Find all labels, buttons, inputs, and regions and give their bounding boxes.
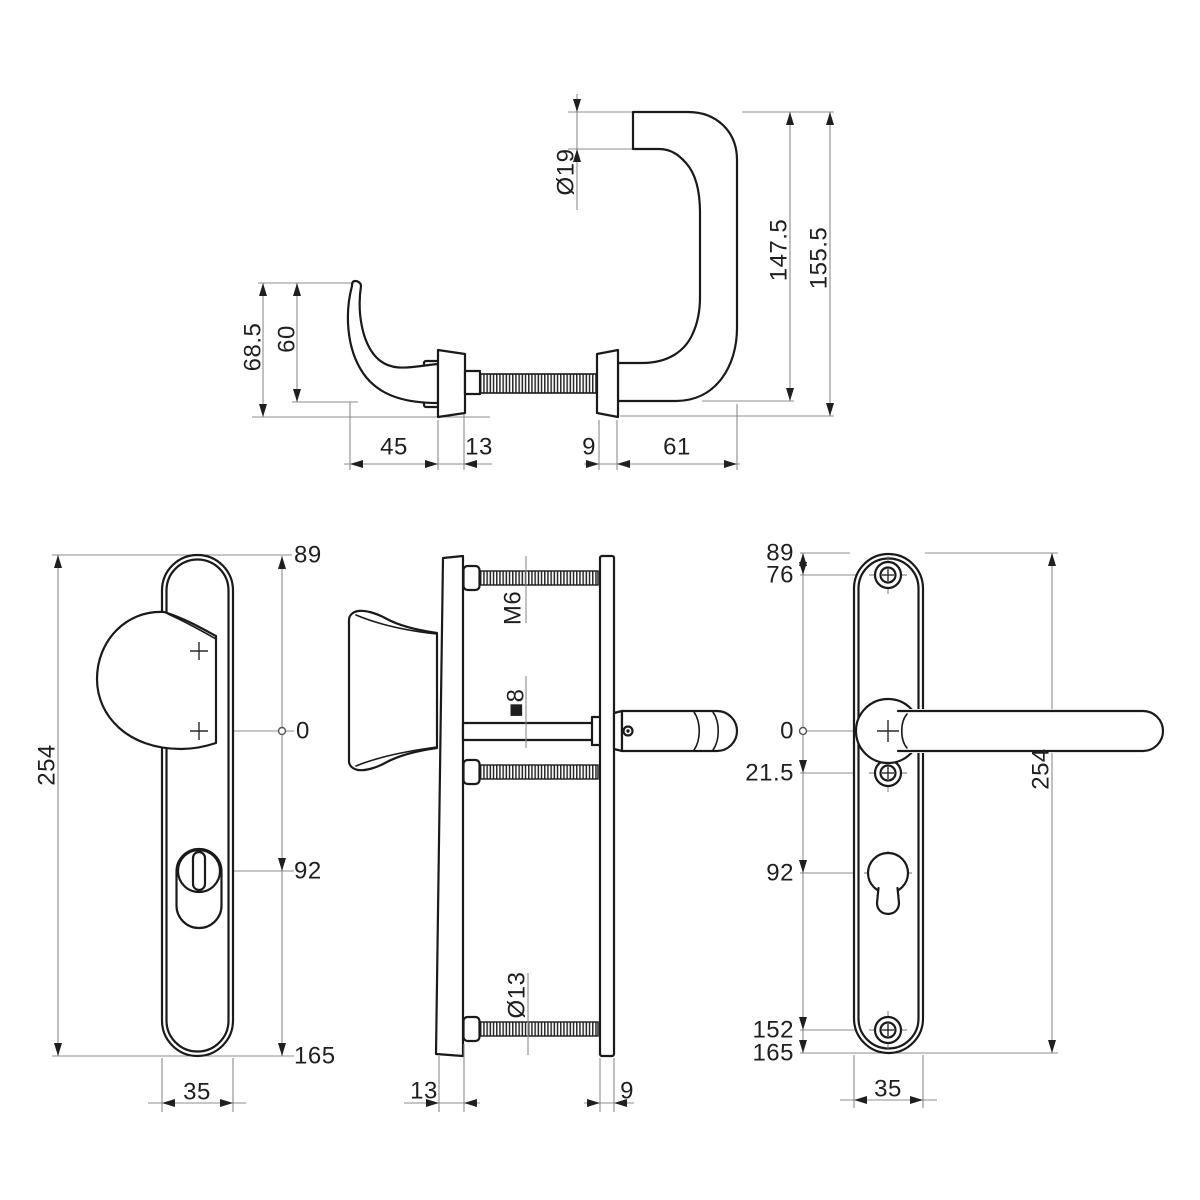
dim-label-plate-height: 254 <box>1028 748 1055 790</box>
hub-center-cross <box>877 720 899 742</box>
lever-neck-curve <box>900 713 908 749</box>
screw-bottom <box>869 1011 907 1049</box>
screw-top <box>869 556 907 594</box>
grip-curvature-line-2 <box>712 711 720 751</box>
threaded-spindle <box>479 373 598 394</box>
center-cross-zero <box>190 722 208 740</box>
dim-label-screw-top: 76 <box>766 562 794 589</box>
dim-label-plate-height: 254 <box>34 744 61 786</box>
dimension-lines <box>802 553 1053 1101</box>
fixing-bolt-mid-head <box>462 758 481 786</box>
center-cross-top <box>190 642 208 660</box>
fixing-bolt-top-head <box>462 564 481 592</box>
dim-label-cylinder-offset: 92 <box>294 858 322 885</box>
dim-label-outer-rose: 13 <box>465 434 493 461</box>
dim-label-cylinder-offset: 92 <box>766 860 794 887</box>
interior-rose <box>595 348 620 419</box>
dim-label-outer-handle-total: 68.5 <box>240 323 267 372</box>
fixing-bolt-top-thread <box>478 570 599 586</box>
dim-label-bottom-offset: 165 <box>294 1043 336 1070</box>
lever-grip-front <box>896 709 1165 753</box>
handle-pin-dot <box>626 729 630 733</box>
view-interior-plate-front: 89 76 0 21.5 92 152 165 254 35 <box>745 540 1165 1108</box>
dim-label-zero: 0 <box>296 718 310 745</box>
spindle-hub <box>463 369 482 396</box>
dimension-labels: M6 ■8 Ø13 13 9 <box>410 591 634 1105</box>
exterior-plate-side <box>434 554 465 1058</box>
lever-grip-side <box>620 709 739 753</box>
dim-label-inner-height: 147.5 <box>766 219 793 282</box>
dimension-labels: 254 89 0 92 165 35 <box>34 542 336 1106</box>
knob-side-rim-bottom <box>355 746 438 767</box>
dimension-labels: Ø19 147.5 155.5 68.5 60 45 13 9 61 <box>240 149 833 461</box>
dim-label-outer-depth: 45 <box>380 434 408 461</box>
dim-label-spindle: ■8 <box>503 689 530 718</box>
view-plates-side: M6 ■8 Ø13 13 9 <box>347 554 739 1112</box>
zero-marker <box>277 726 287 736</box>
extension-lines <box>800 552 1058 1108</box>
square-spindle <box>461 721 595 742</box>
euro-cylinder-keyhole <box>864 851 912 915</box>
dimension-arrows <box>54 555 287 1107</box>
dim-label-exterior-plate-thickness: 13 <box>410 1078 438 1105</box>
dimension-labels: 89 76 0 21.5 92 152 165 254 35 <box>745 540 1054 1103</box>
dim-label-inner-depth: 61 <box>663 434 691 461</box>
exterior-rose <box>436 348 467 419</box>
dim-label-inner-rose: 9 <box>582 434 596 461</box>
fixing-bolt-bottom-thread <box>478 1021 599 1037</box>
dim-label-interior-plate-thickness: 9 <box>620 1078 634 1105</box>
dim-label-bottom-offset: 165 <box>752 1040 794 1067</box>
lever-neck-side <box>612 709 624 753</box>
dimension-arrows <box>798 553 1056 1104</box>
interior-plate-side <box>598 554 616 1058</box>
lever-grip-fill <box>898 709 1165 753</box>
view-exterior-plate-front: 254 89 0 92 165 35 <box>34 542 336 1112</box>
interior-plate-inner <box>857 557 920 1050</box>
dimension-lines <box>262 94 831 465</box>
pull-knob-rim <box>167 613 217 640</box>
cylinder-keyway <box>191 850 207 892</box>
knob-side-profile <box>347 609 439 772</box>
extension-lines <box>252 111 834 470</box>
dim-label-outer-handle-inner: 60 <box>274 325 301 353</box>
dim-label-top-offset: 89 <box>294 542 322 569</box>
knob-side-rim-top <box>355 614 438 635</box>
dim-label-screw-mid: 21.5 <box>745 760 794 787</box>
fixing-bolt-mid-thread <box>478 764 599 780</box>
dim-label-top-offset: 89 <box>766 540 794 567</box>
lever-handle-outline <box>616 110 739 403</box>
dim-label-bottom-bolt: Ø13 <box>504 972 531 1019</box>
dim-label-zero: 0 <box>780 718 794 745</box>
dim-label-plate-width: 35 <box>874 1076 902 1103</box>
grip-curvature-line-1 <box>693 711 701 751</box>
dim-label-screw-bottom: 152 <box>752 1017 794 1044</box>
dim-label-top-bolt: M6 <box>500 591 527 625</box>
exterior-handle-outline <box>346 279 440 405</box>
pull-knob-front <box>95 610 218 751</box>
view-handle-pair-side: Ø19 147.5 155.5 68.5 60 45 13 9 61 <box>240 94 834 470</box>
dim-label-total-height: 155.5 <box>806 227 833 290</box>
fixing-bolt-bottom-head <box>462 1015 481 1043</box>
dim-label-plate-width: 35 <box>183 1079 211 1106</box>
zero-marker <box>798 726 808 736</box>
dim-label-grip-diameter: Ø19 <box>553 149 580 196</box>
